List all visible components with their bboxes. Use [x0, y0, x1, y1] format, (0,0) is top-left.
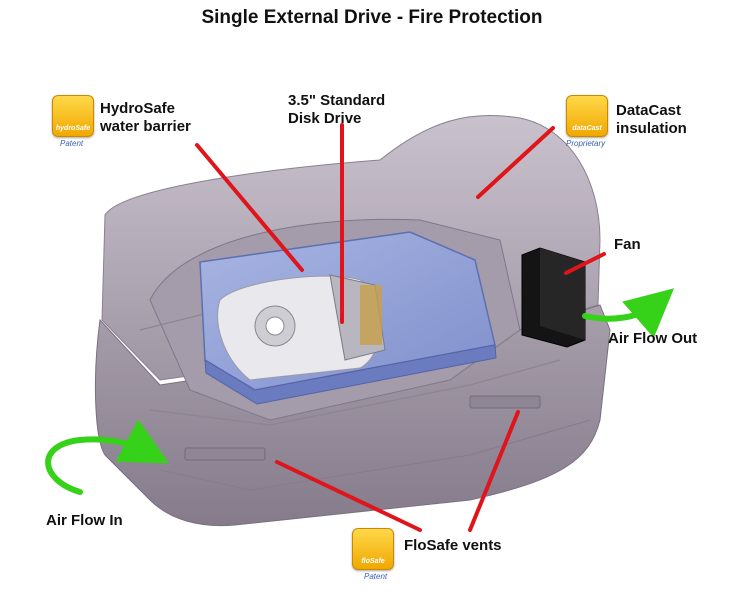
label-airflow-out: Air Flow Out — [608, 330, 698, 347]
pointer-flosafe-left — [275, 460, 422, 532]
flosafe-badge-icon: floSafe — [352, 528, 394, 570]
pointer-datacast — [476, 126, 555, 199]
housing-ridge-3 — [159, 419, 591, 491]
label-datacast: DataCast insulation — [616, 102, 687, 137]
label-hydrosafe: HydroSafe water barrier — [100, 100, 191, 135]
label-disk-drive: 3.5" Standard Disk Drive — [288, 92, 386, 127]
pointer-hydrosafe — [195, 143, 304, 272]
pointer-fan — [564, 252, 606, 275]
fan-face — [540, 248, 585, 340]
hydrosafe-patent-tag: Patent — [60, 139, 84, 148]
hydrosafe-badge-icon: hydroSafe — [52, 95, 94, 137]
airflow-out-arrow — [582, 288, 675, 338]
drive-connector — [360, 285, 382, 345]
label-flosafe-vents: FloSafe vents — [404, 537, 502, 554]
datacast-proprietary-tag: Proprietary — [566, 139, 606, 148]
diagram-title: Single External Drive - Fire Protection — [201, 7, 543, 28]
flosafe-patent-tag: Patent — [364, 572, 388, 581]
flosafe-logo-text: floSafe — [361, 558, 385, 565]
pointer-flosafe-right — [468, 410, 520, 532]
vent-slot — [469, 395, 541, 409]
datacast-badge-icon: dataCast — [566, 95, 608, 137]
spindle-hub — [265, 316, 285, 336]
pointer-lines — [195, 123, 606, 532]
airflow-in-arrow — [45, 419, 170, 495]
label-airflow-in: Air Flow In — [46, 512, 123, 529]
datacast-logo-text: dataCast — [572, 125, 602, 132]
disk-drive-side — [204, 344, 497, 405]
hydrosafe-logo-text: hydroSafe — [55, 125, 91, 132]
label-fan: Fan — [614, 236, 641, 253]
vent-slot — [184, 447, 266, 461]
housing-ridge-2 — [149, 359, 561, 426]
